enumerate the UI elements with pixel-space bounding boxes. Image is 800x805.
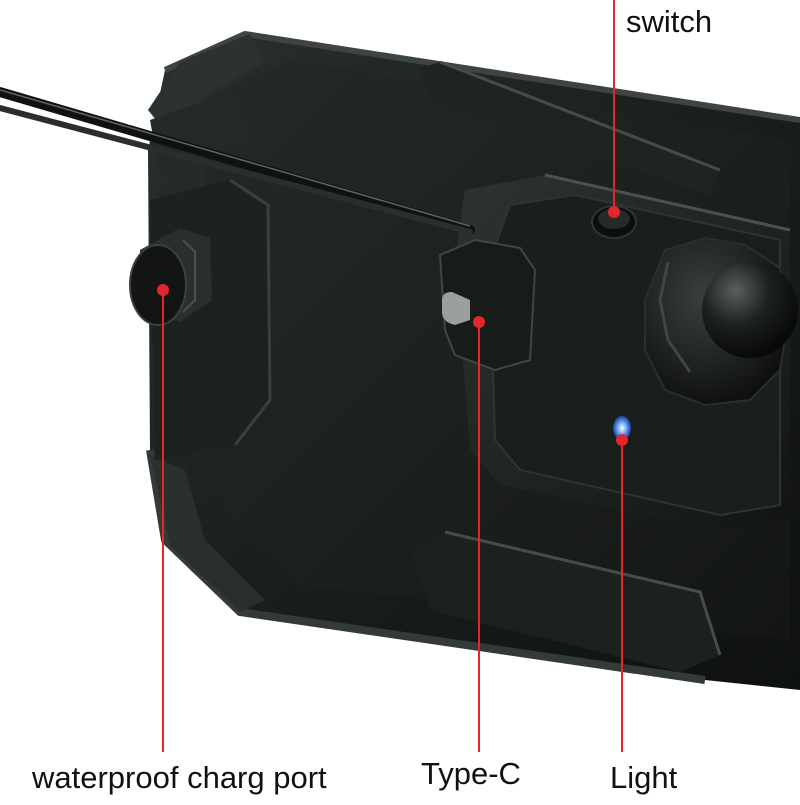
top-rail bbox=[420, 62, 720, 195]
callout-switch bbox=[608, 0, 620, 218]
cable bbox=[0, 87, 475, 235]
label-light: Light bbox=[610, 760, 678, 795]
label-type-c: Type-C bbox=[421, 756, 521, 791]
type-c-port bbox=[438, 238, 537, 372]
label-switch: switch bbox=[626, 4, 713, 39]
callout-light bbox=[616, 434, 628, 752]
callout-charge-port bbox=[157, 284, 169, 752]
led-light bbox=[613, 416, 631, 440]
bottom-rail bbox=[410, 532, 720, 672]
corner-bumper-bottom bbox=[150, 455, 265, 612]
mount-knob bbox=[644, 236, 798, 407]
label-charge-port: waterproof charg port bbox=[32, 760, 327, 795]
charge-port-cap bbox=[129, 228, 212, 326]
ball-joint bbox=[702, 262, 798, 358]
callout-type-c bbox=[473, 316, 485, 752]
